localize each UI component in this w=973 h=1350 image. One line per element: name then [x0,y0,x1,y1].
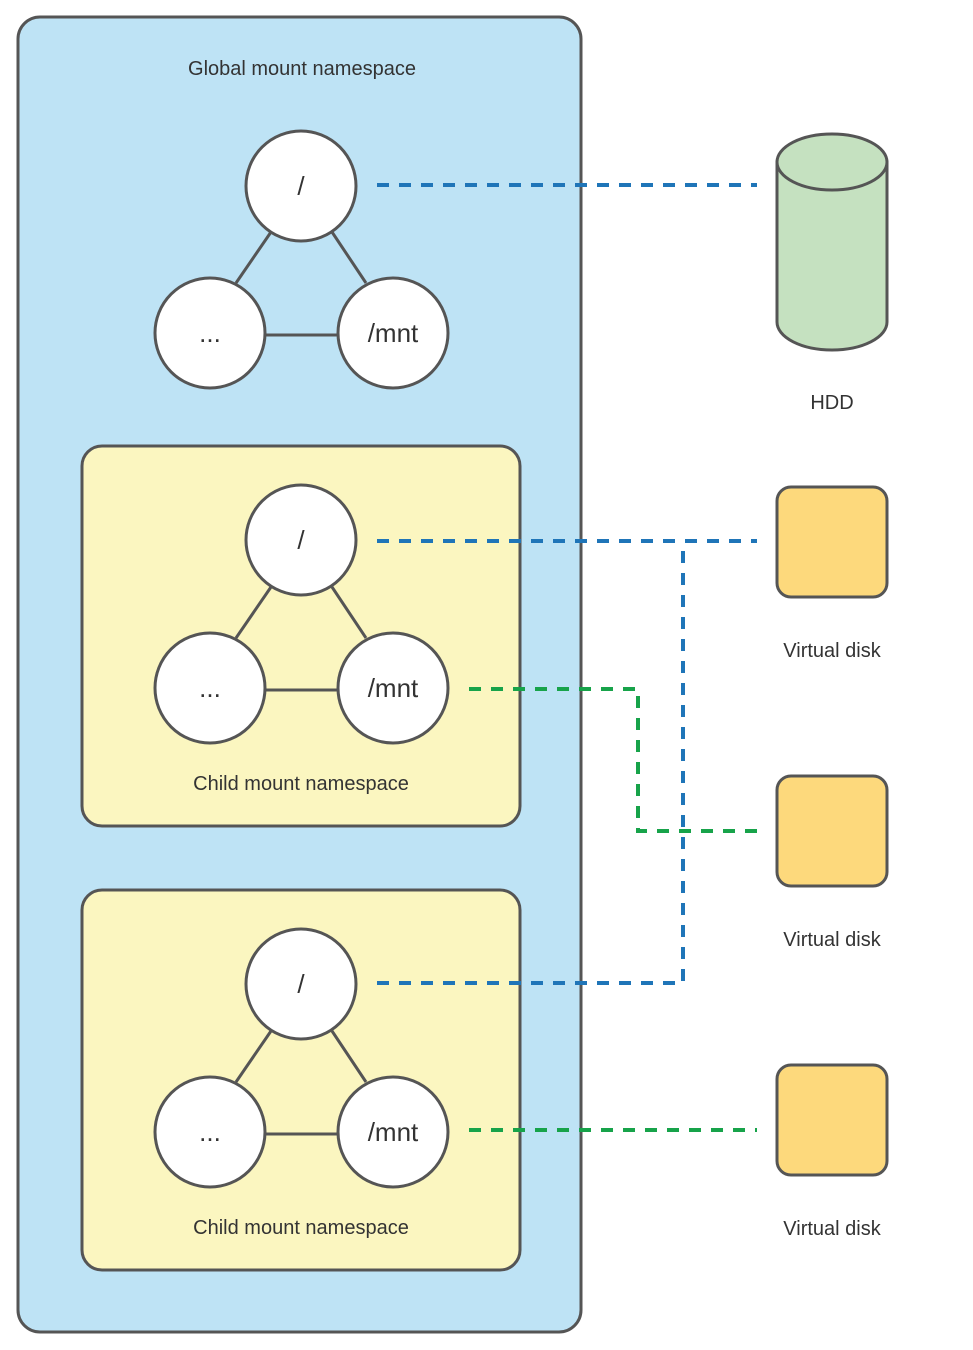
virtual-disk-label-1: Virtual disk [783,640,881,662]
virtual-disk-label-2: Virtual disk [783,929,881,951]
virtual-disk-icon-1 [775,485,889,599]
mnt-node [336,1075,450,1189]
root-node [244,483,358,597]
virtual-disk-icon-2 [775,774,889,888]
mnt-node-label: /mnt [368,1117,419,1147]
child-namespace-label-2: Child mount namespace [193,1217,409,1239]
root-node [244,927,358,1041]
other-node [153,1075,267,1189]
root-node-label: / [297,171,305,201]
global-mount-tree: / ... /mnt [153,129,450,390]
virtual-disk-label-3: Virtual disk [783,1218,881,1240]
other-node-label: ... [199,318,221,348]
child-namespace-label-1: Child mount namespace [193,773,409,795]
tree-edge [234,1030,273,1083]
hdd-body [775,160,889,352]
root-node-label: / [297,525,305,555]
other-node [153,276,267,390]
root-node-label: / [297,969,305,999]
mnt-node [336,631,450,745]
other-node-label: ... [199,673,221,703]
tree-edge [234,586,273,639]
virtual-disk-icon-3 [775,1063,889,1177]
tree-edge [234,231,273,284]
global-namespace-label: Global mount namespace [188,58,416,80]
mnt-node-label: /mnt [368,673,419,703]
root-node [244,129,358,243]
tree-edge [330,231,368,284]
other-node-label: ... [199,1117,221,1147]
mnt-node [336,276,450,390]
hdd-label: HDD [810,392,853,414]
child2-mount-tree: / ... /mnt [153,927,450,1189]
link-child2-root-disk1 [377,541,685,985]
hdd-top [775,132,889,192]
other-node [153,631,267,745]
tree-edge [330,586,368,639]
child1-mount-tree: / ... /mnt [153,483,450,745]
hdd-cylinder-icon [775,132,889,352]
mnt-node-label: /mnt [368,318,419,348]
tree-edge [330,1030,368,1083]
